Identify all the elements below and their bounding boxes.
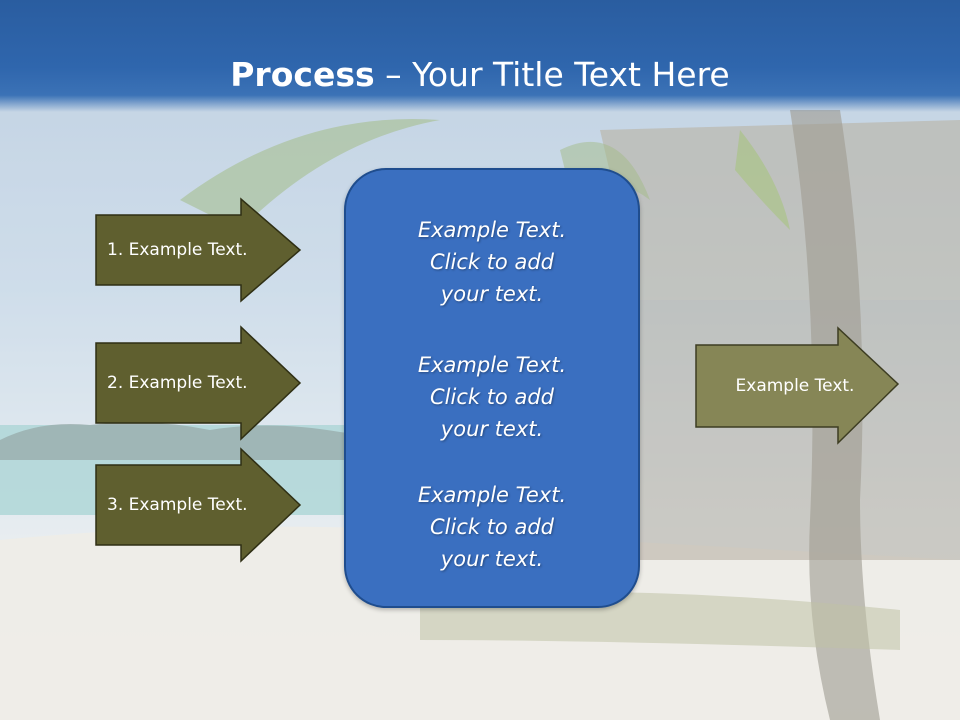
slide-title[interactable]: Process – Your Title Text Here xyxy=(0,52,960,98)
panel-text-2[interactable]: Example Text. Click to add your text. xyxy=(417,353,567,441)
panel-text-1[interactable]: Example Text. Click to add your text. xyxy=(417,218,567,306)
step-arrow-1[interactable]: 1. Example Text. xyxy=(95,197,302,303)
slide-title-bold: Process xyxy=(230,55,375,94)
output-arrow[interactable]: Example Text. xyxy=(695,326,900,445)
slide-title-rest: – Your Title Text Here xyxy=(374,55,730,94)
step-label-3: 3. Example Text. xyxy=(107,495,248,515)
step-label-2: 2. Example Text. xyxy=(107,373,248,393)
step-arrow-3[interactable]: 3. Example Text. xyxy=(95,447,302,563)
center-text-panel[interactable]: Example Text. Click to add your text. Ex… xyxy=(344,168,640,608)
step-arrow-2[interactable]: 2. Example Text. xyxy=(95,325,302,441)
panel-text-3[interactable]: Example Text. Click to add your text. xyxy=(417,483,567,571)
title-band xyxy=(0,0,960,112)
step-label-1: 1. Example Text. xyxy=(107,240,248,260)
output-label: Example Text. xyxy=(735,376,855,396)
